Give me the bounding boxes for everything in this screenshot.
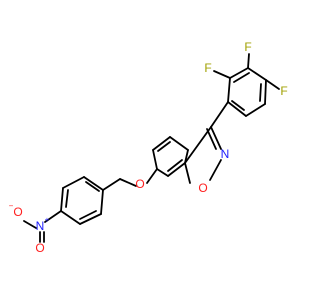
- bond: [209, 159, 222, 181]
- bond: [62, 176, 85, 189]
- nitro-oxygen-charge: −: [9, 202, 14, 211]
- bond: [206, 128, 217, 150]
- bond: [233, 72, 250, 83]
- bond: [184, 149, 189, 164]
- bond: [146, 168, 158, 184]
- bond: [152, 149, 158, 170]
- isoxazole-nitrogen-label: N: [221, 147, 230, 161]
- bond: [264, 79, 267, 105]
- bond: [60, 187, 64, 212]
- bond: [229, 67, 249, 79]
- bond: [152, 136, 171, 151]
- bond: [44, 210, 62, 223]
- bond: [65, 189, 69, 208]
- bond: [119, 178, 137, 187]
- bond: [85, 181, 100, 192]
- bond: [100, 189, 104, 215]
- bond: [245, 103, 266, 117]
- bond: [23, 220, 37, 229]
- bond: [265, 79, 280, 90]
- nitro-nitrogen-label: N: [36, 219, 45, 233]
- atom-label-layer: F F F N O O N + O − O: [9, 40, 288, 255]
- bond: [227, 101, 247, 117]
- bond: [169, 136, 189, 151]
- bond: [167, 162, 186, 177]
- bond-layer: [23, 53, 280, 243]
- fluorine-label: F: [280, 84, 287, 98]
- bond: [227, 77, 231, 103]
- bond: [79, 210, 97, 220]
- molecule-structure-diagram: F F F N O O N + O − O: [9, 40, 288, 255]
- isoxazole-oxygen-label: O: [198, 181, 207, 195]
- bond: [247, 53, 250, 69]
- bond: [83, 176, 104, 191]
- fluorine-label: F: [244, 40, 251, 54]
- bond: [210, 126, 222, 150]
- bond: [167, 159, 183, 172]
- bond: [79, 213, 102, 225]
- ether-oxygen-label: O: [135, 177, 144, 191]
- bond: [156, 168, 169, 177]
- nitro-oxygen-label: O: [35, 241, 44, 255]
- bond: [60, 210, 81, 225]
- nitro-oxygen-label: O: [13, 205, 22, 219]
- bond: [102, 178, 121, 191]
- fluorine-label: F: [204, 61, 211, 75]
- bond: [231, 100, 245, 111]
- bond: [259, 83, 262, 102]
- bond: [184, 162, 191, 184]
- bond: [247, 67, 267, 81]
- bond: [210, 101, 229, 128]
- bond: [157, 141, 171, 152]
- bond: [184, 126, 212, 164]
- nitro-nitrogen-charge: +: [45, 216, 50, 225]
- bond: [213, 70, 231, 79]
